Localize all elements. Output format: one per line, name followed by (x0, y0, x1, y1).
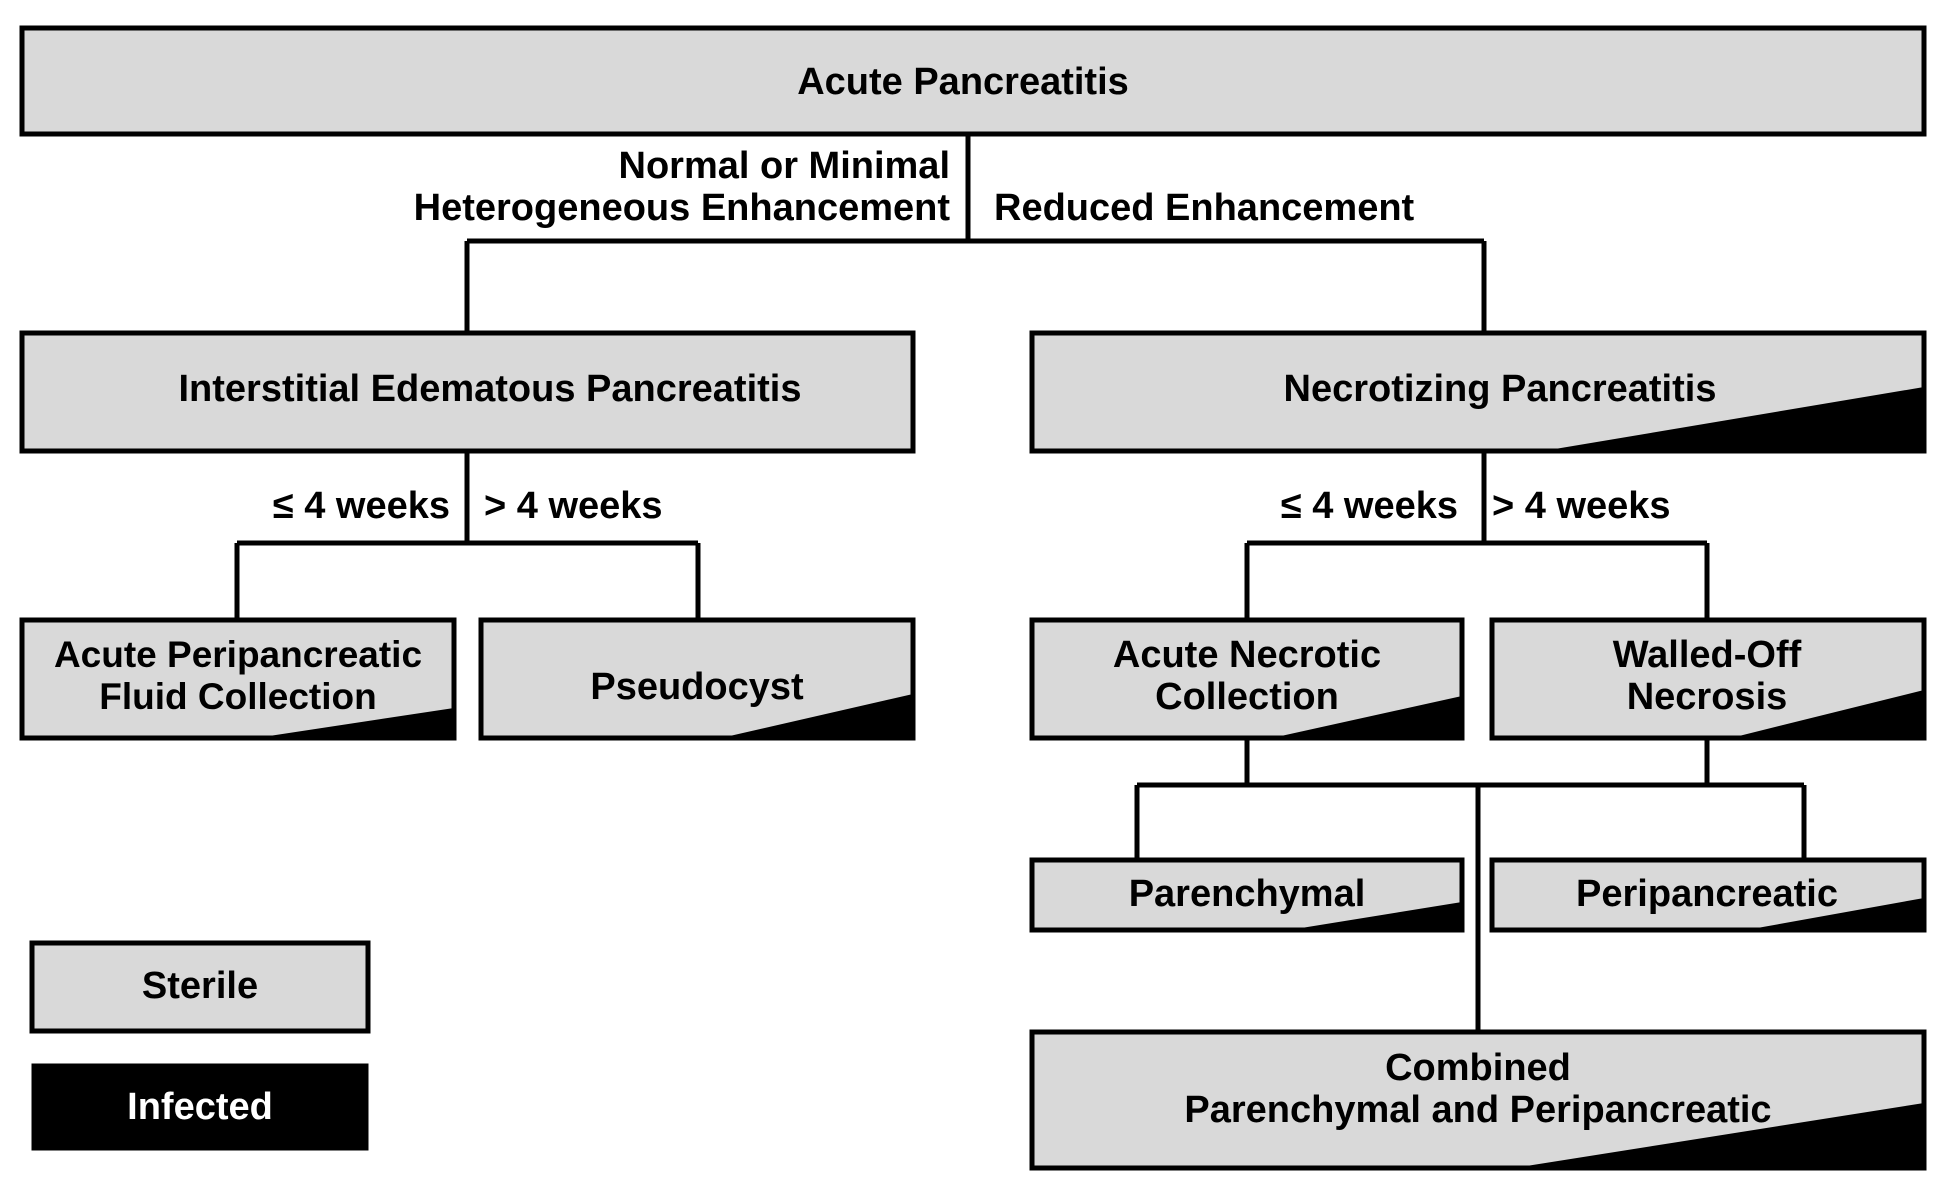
np-infected-corner (1543, 387, 1924, 451)
pseudocyst-label: Pseudocyst (590, 666, 804, 708)
iep-label: Interstitial Edematous Pancreatitis (179, 368, 802, 410)
apfc-node: Acute Peripancreatic Fluid Collection (19, 617, 457, 741)
legend-sterile-swatch (29, 940, 371, 1034)
np-late-time-label: > 4 weeks (1492, 485, 1671, 527)
np-early-time-label: ≤ 4 weeks (1281, 485, 1458, 527)
iep-early-time-label: ≤ 4 weeks (273, 485, 450, 527)
won-infected-corner (1731, 690, 1924, 738)
peripancreatic-label: Peripancreatic (1576, 873, 1838, 915)
pseudocyst-node: Pseudocyst (478, 617, 916, 741)
combined-node: Combined Parenchymal and Peripancreatic (1029, 1029, 1927, 1171)
np-node: Necrotizing Pancreatitis (1029, 330, 1927, 454)
iep-late-time-label: > 4 weeks (484, 485, 663, 527)
combined-label-line2: Parenchymal and Peripancreatic (1184, 1089, 1771, 1131)
anc-infected-corner (1272, 696, 1462, 738)
parenchymal-infected-corner (1289, 902, 1462, 930)
legend: Sterile Infected (29, 940, 371, 1151)
won-label-line2: Necrosis (1627, 676, 1788, 718)
minimal-enhancement-label-line1: Normal or Minimal (619, 145, 951, 187)
anc-label-line1: Acute Necrotic (1113, 634, 1381, 676)
legend-infected: Infected (31, 1063, 369, 1151)
won-label-line1: Walled-Off (1613, 634, 1802, 676)
apfc-label-line1: Acute Peripancreatic (54, 634, 422, 675)
connectors (234, 134, 1807, 1032)
legend-infected-label: Infected (127, 1086, 273, 1128)
apfc-infected-corner (256, 708, 454, 738)
legend-sterile-label: Sterile (142, 965, 258, 1007)
legend-infected-swatch (31, 1063, 369, 1151)
reduced-enhancement-label: Reduced Enhancement (994, 187, 1415, 229)
combined-infected-corner (1514, 1103, 1924, 1168)
acute-pancreatitis-label: Acute Pancreatitis (797, 61, 1129, 103)
pseudocyst-infected-corner (721, 694, 913, 738)
parenchymal-label: Parenchymal (1129, 873, 1366, 915)
peripancreatic-node: Peripancreatic (1489, 857, 1927, 933)
np-label: Necrotizing Pancreatitis (1284, 368, 1717, 410)
minimal-enhancement-label-line2: Heterogeneous Enhancement (414, 187, 951, 229)
won-node: Walled-Off Necrosis (1489, 617, 1927, 741)
iep-node: Interstitial Edematous Pancreatitis (19, 330, 916, 454)
peripancreatic-infected-corner (1746, 898, 1924, 930)
anc-node: Acute Necrotic Collection (1029, 617, 1465, 741)
apfc-label-line2: Fluid Collection (99, 676, 376, 717)
parenchymal-node: Parenchymal (1029, 857, 1465, 933)
anc-label-line2: Collection (1155, 676, 1339, 718)
combined-label-line1: Combined (1385, 1047, 1571, 1089)
acute-pancreatitis-node: Acute Pancreatitis (19, 25, 1927, 137)
legend-sterile: Sterile (29, 940, 371, 1034)
